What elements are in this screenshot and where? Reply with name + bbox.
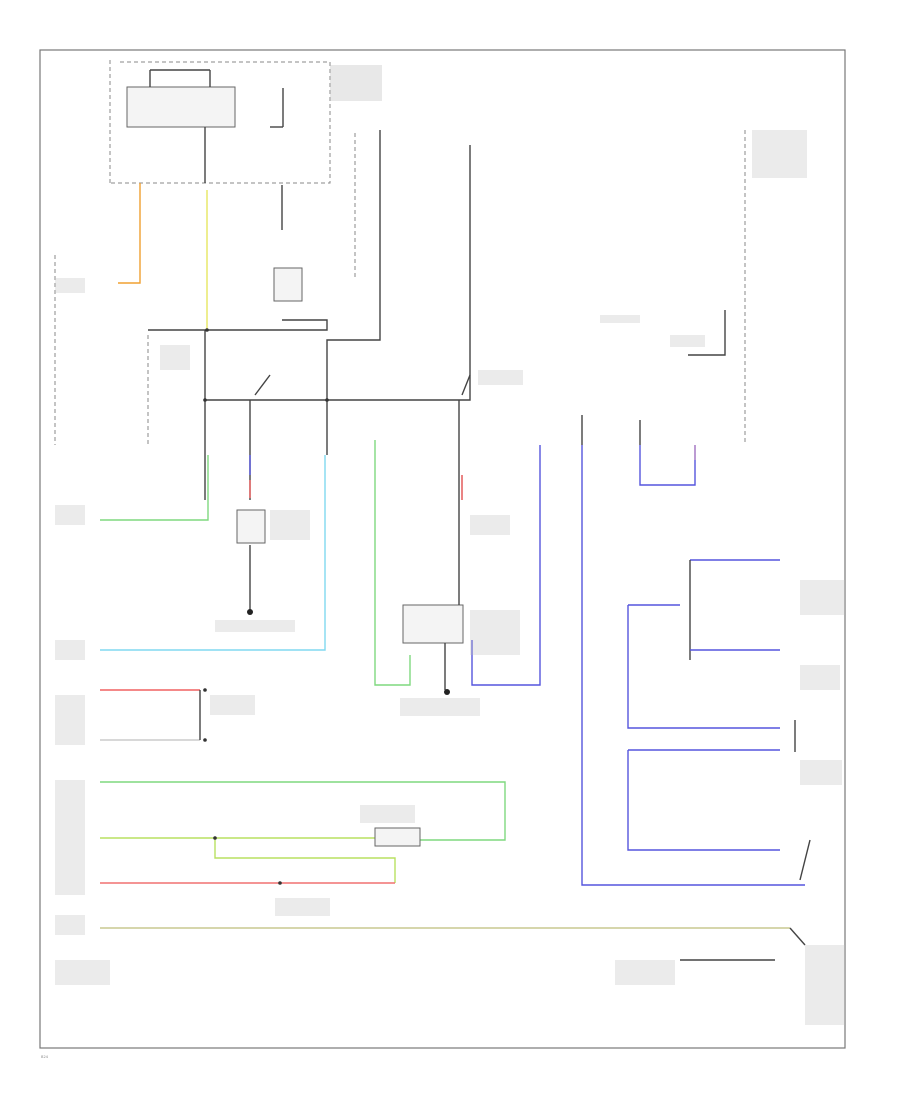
junction-dots [203,328,329,885]
component-control-unit [402,604,464,644]
component-relay-left [236,509,266,544]
wire-blue-2 [581,445,805,886]
footer-code: B24 [41,1055,49,1059]
under-hood-fuse-box [109,60,331,184]
wire-green-2 [374,440,411,686]
faint-annotations [55,65,845,1025]
relay-bracket [688,310,726,356]
diagram-frame [39,49,846,1049]
wire-lightblue [100,455,326,651]
wire-blue-1 [471,445,541,686]
wire-orange [118,183,141,284]
wire-green-long [100,781,506,841]
wire-green-1 [100,455,209,521]
component-small [273,267,303,302]
